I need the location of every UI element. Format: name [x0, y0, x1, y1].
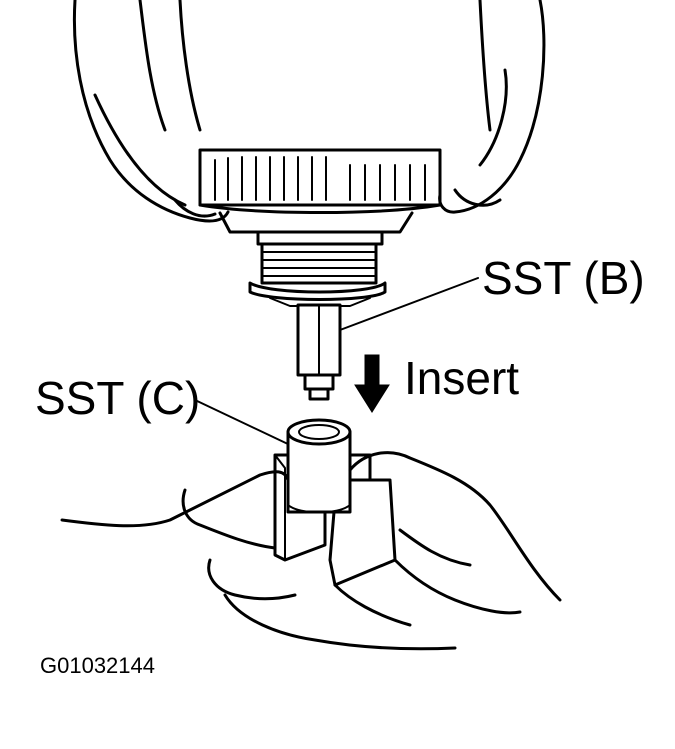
- insert-label: Insert: [404, 352, 520, 404]
- leader-line-sst-c: [194, 399, 291, 446]
- pulley: [248, 230, 387, 307]
- sst-b-label: SST (B): [482, 252, 645, 304]
- figure-code: G01032144: [40, 653, 155, 678]
- sst-b-tool: [296, 303, 342, 401]
- sst-c-label: SST (C): [35, 372, 201, 424]
- sst-c-socket: [286, 418, 352, 514]
- upper-hands: [72, 0, 546, 223]
- leader-line-sst-b: [339, 277, 479, 331]
- generator-body: [198, 148, 442, 234]
- insert-arrow-icon: [354, 354, 390, 413]
- lower-hands: [60, 451, 562, 651]
